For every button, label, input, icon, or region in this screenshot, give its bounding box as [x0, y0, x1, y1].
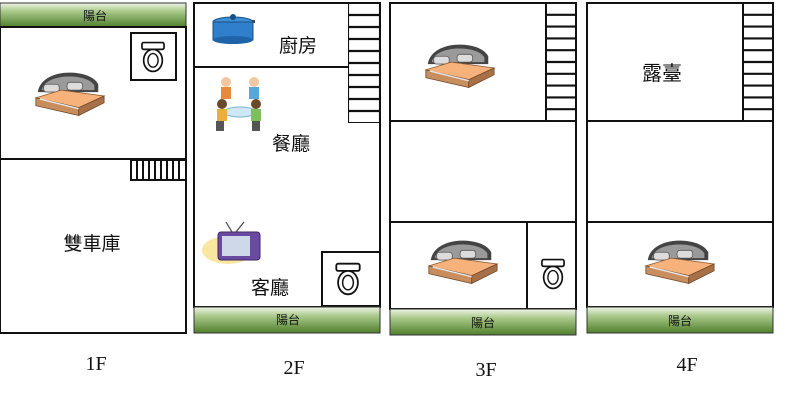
floor-1f: 陽台 雙車庫 1F [0, 2, 187, 375]
stairs-icon [348, 3, 380, 123]
dining-people-icon [216, 77, 261, 131]
stairs-icon [130, 159, 187, 181]
balcony-1f-label: 陽台 [83, 8, 107, 23]
balcony-4f [586, 306, 774, 334]
cooking-pot-icon [212, 14, 255, 44]
balcony-2f [193, 306, 381, 334]
balcony-2f-label: 陽台 [276, 312, 300, 327]
floor-2f: 廚房 餐廳 客廳 陽台 2F [193, 2, 381, 379]
balcony-1f [0, 2, 187, 28]
room-dining-label: 餐廳 [272, 133, 310, 155]
toilet-icon [540, 258, 566, 290]
floor-4f-title: 4F [676, 354, 697, 376]
balcony-3f [389, 308, 577, 336]
room-living-label: 客廳 [251, 277, 289, 299]
floor-4f: 露臺 陽台 4F [586, 2, 774, 376]
room-kitchen-label: 廚房 [279, 34, 317, 57]
bed-icon [35, 71, 105, 117]
floor-1f-title: 1F [85, 353, 106, 375]
bed-icon [425, 43, 495, 89]
balcony-3f-label: 陽台 [471, 315, 495, 330]
stairs-icon [743, 3, 773, 121]
stairs-icon [546, 3, 576, 121]
bed-icon [428, 239, 498, 285]
room-garage-label: 雙車庫 [63, 233, 120, 255]
toilet-icon [335, 262, 361, 296]
balcony-4f-label: 陽台 [668, 313, 692, 328]
floor-3f-title: 3F [475, 359, 496, 381]
toilet-icon [140, 41, 166, 73]
floor-2f-title: 2F [283, 357, 304, 379]
room-terrace-label: 露臺 [642, 61, 682, 85]
bed-icon [645, 239, 715, 285]
floor-3f: 陽台 3F [389, 2, 577, 381]
tv-icon [202, 221, 261, 264]
